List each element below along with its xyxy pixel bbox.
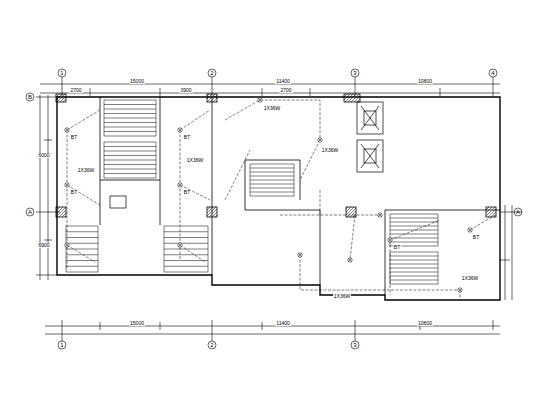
plan-label: 10800	[417, 79, 433, 84]
plan-label: 1X36W	[77, 168, 95, 173]
plan-label: 6000	[37, 153, 50, 158]
plan-label: BT	[183, 190, 191, 195]
axis-number: 1	[59, 342, 64, 348]
axis-number: 2	[209, 342, 214, 348]
plan-label: 15000	[129, 321, 145, 326]
plan-label: 1X36W	[333, 294, 351, 299]
plan-label: 6900	[37, 243, 50, 248]
axis-number: A	[515, 209, 521, 215]
plan-label: 15000	[129, 79, 145, 84]
plan-label: 2700	[69, 88, 82, 93]
axis-number: 1	[59, 70, 64, 76]
plan-label: BT	[393, 245, 401, 250]
plan-label: BT	[70, 190, 78, 195]
plan-label: BT	[472, 235, 480, 240]
axis-number: A	[27, 209, 33, 215]
plan-label: 1X36W	[186, 158, 204, 163]
axis-number: 4	[490, 70, 495, 76]
plan-label: 1X36W	[321, 148, 339, 153]
axis-number: 2	[209, 70, 214, 76]
plan-label: 10800	[417, 321, 433, 326]
plan-label: 11400	[275, 321, 291, 326]
plan-label: BT	[183, 135, 191, 140]
axis-number: B	[27, 94, 33, 100]
plan-label: 3900	[179, 88, 192, 93]
plan-label: 1X36W	[461, 276, 479, 281]
plan-label: 2700	[279, 88, 292, 93]
axis-number: 3	[352, 70, 357, 76]
plan-label: BT	[70, 135, 78, 140]
axis-number: 3	[352, 342, 357, 348]
plan-label: 11400	[275, 79, 291, 84]
plan-label: 1X36W	[263, 106, 281, 111]
